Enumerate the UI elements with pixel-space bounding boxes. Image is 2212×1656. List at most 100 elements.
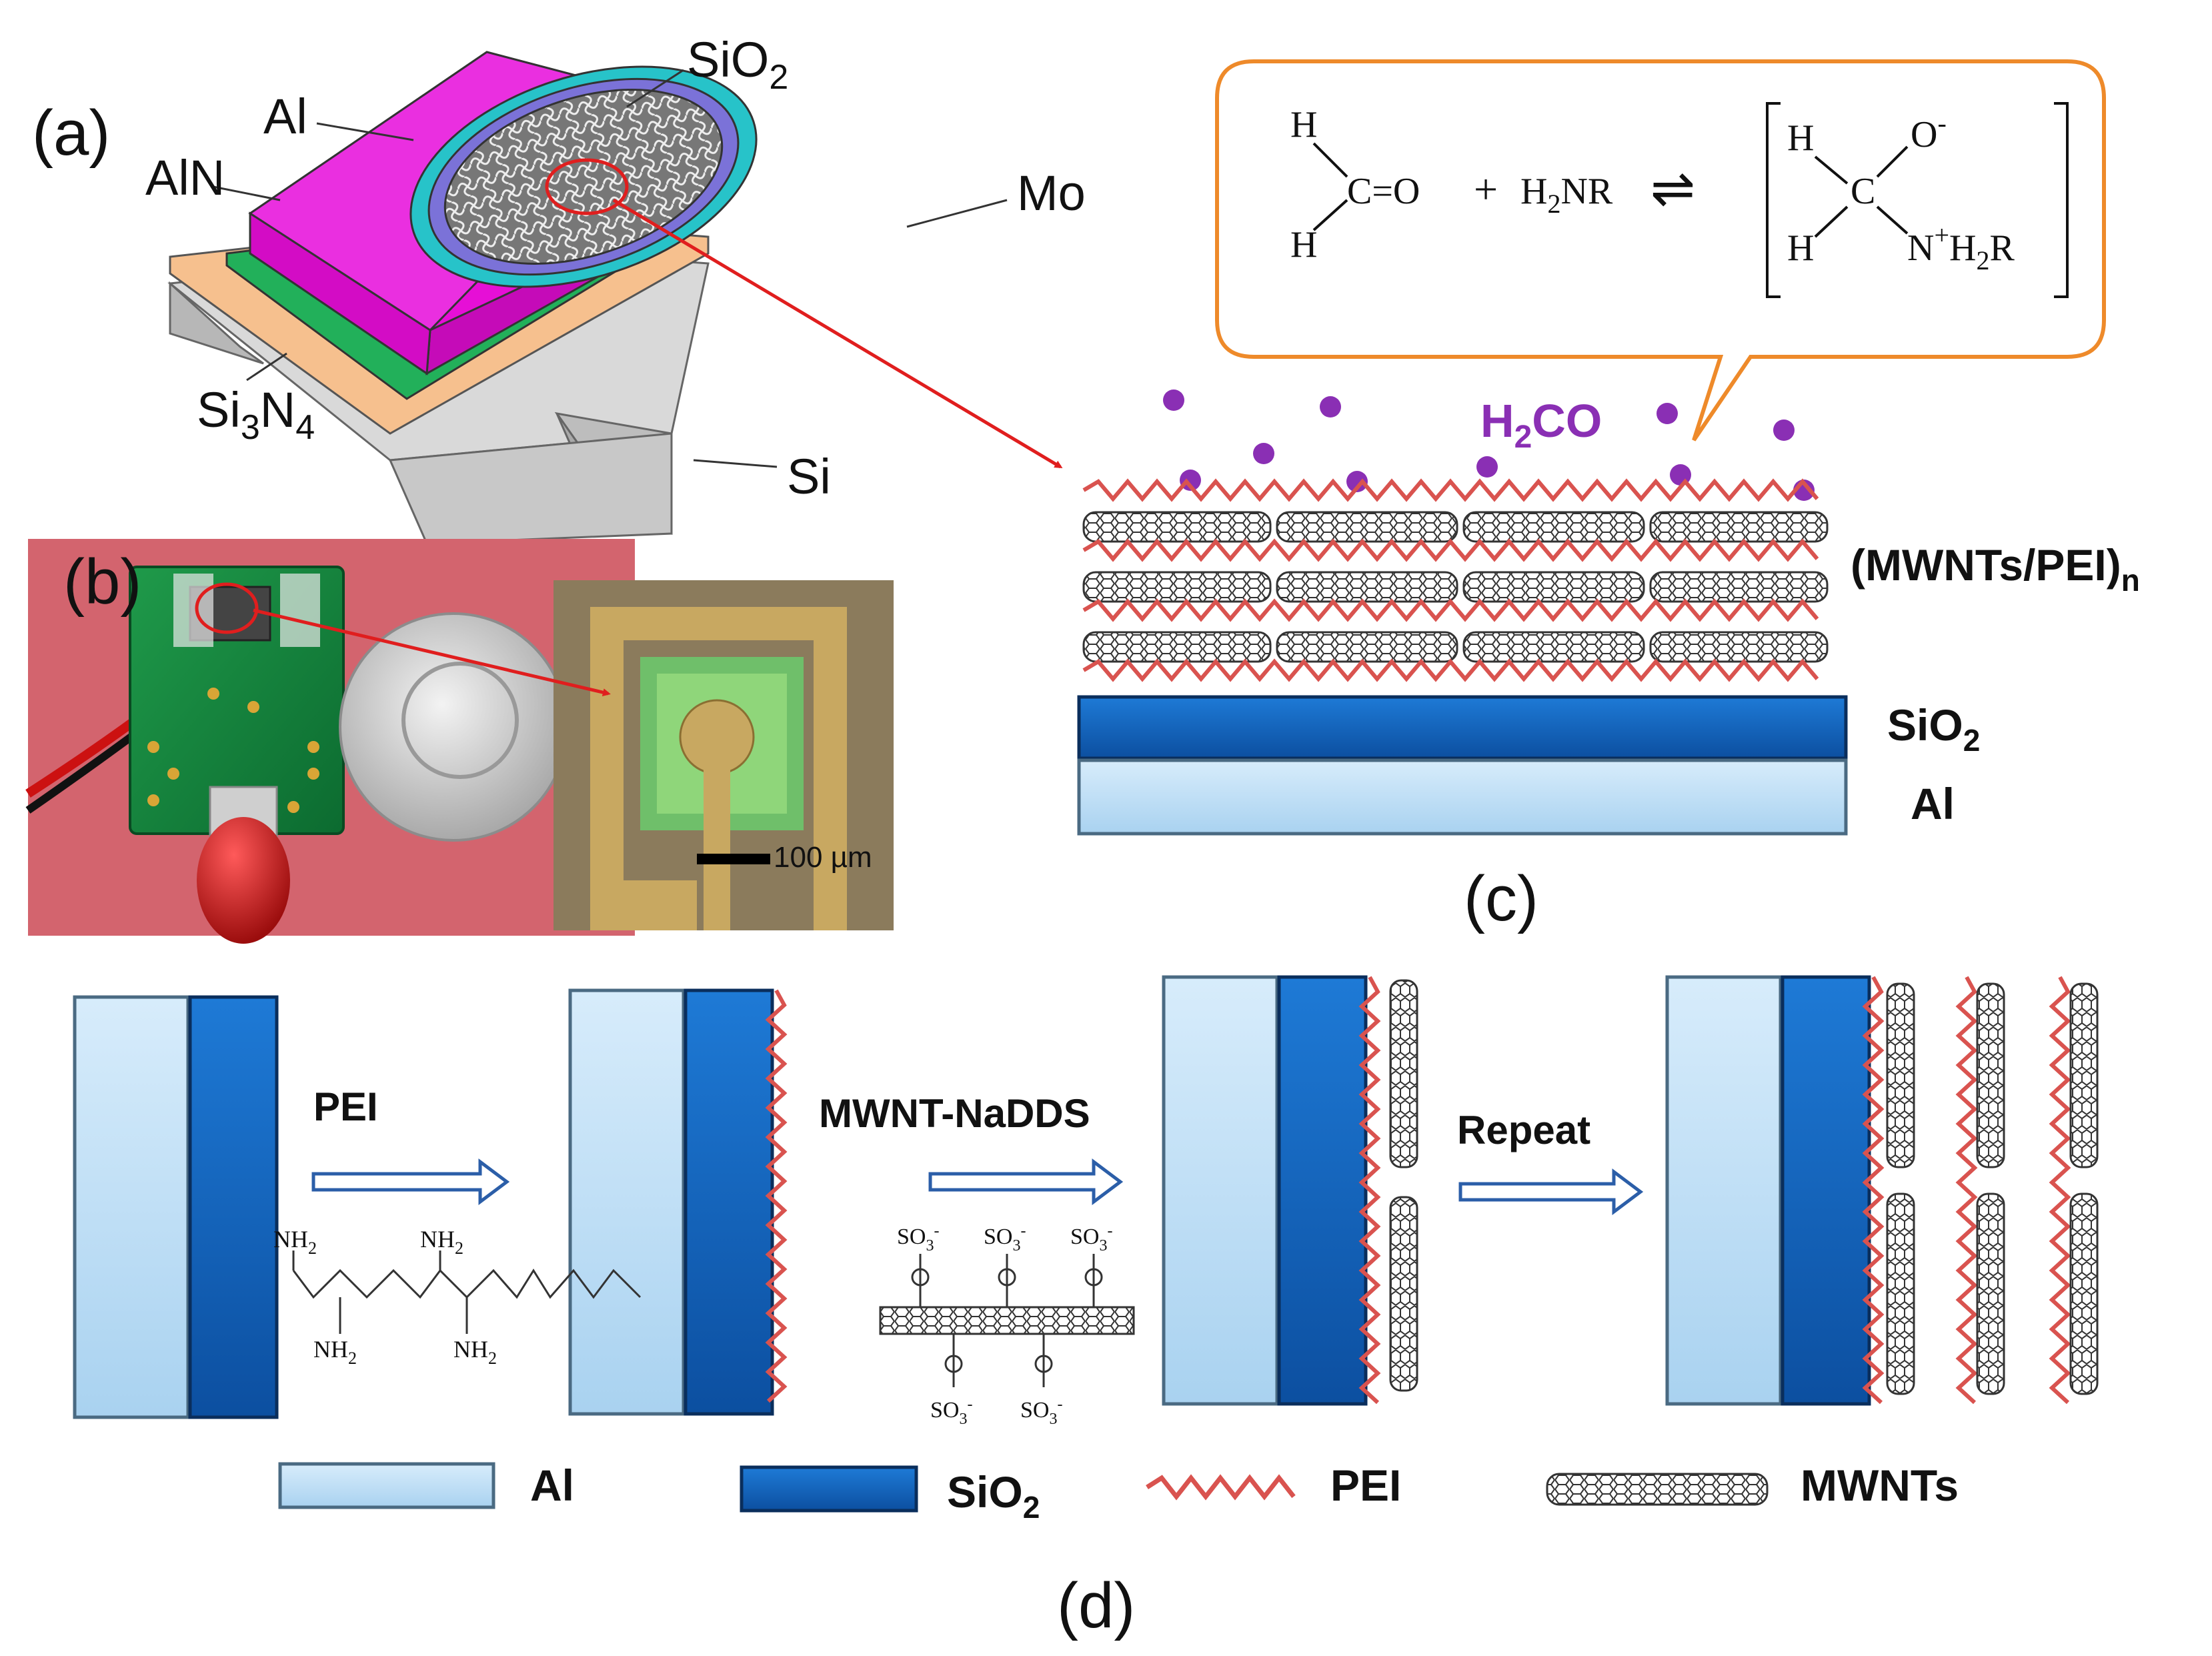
pei-chain-d [1955,976,1978,1405]
mwnt-column-d [1389,979,1418,1168]
label-mo: Mo [1017,165,1086,221]
si-base-left [169,281,264,365]
al-layer-c [1077,758,1848,836]
legend-al-swatch [278,1462,495,1509]
mwnt-bundle-c [1462,631,1645,663]
sio2-slab-3 [1277,975,1368,1406]
zoom-circle-b [195,582,259,634]
pei-amine-labels: NH2 NH2 NH2 NH2 [273,1226,497,1368]
mwnt-bundle-c [1649,631,1829,663]
pei-chain-c [1082,538,1819,562]
svg-text:H: H [1290,224,1317,265]
svg-text:NH2: NH2 [313,1336,357,1368]
sensing-area-mesh [443,89,724,265]
mwnt-bundle-c [1462,571,1645,603]
aln-side-left [249,211,431,375]
mwnt-bundle-c [1649,511,1829,543]
svg-text:SO3-: SO3- [1020,1396,1062,1428]
svg-text:H2NR: H2NR [1520,171,1613,219]
svg-text:NH2: NH2 [453,1336,497,1368]
svg-text:H: H [1787,227,1814,269]
panel-label-b: (b) [63,546,141,618]
legend-mwnts-swatch [1546,1473,1769,1506]
svg-text:C=O: C=O [1347,171,1420,212]
sulfonate-labels: SO3- SO3- SO3- SO3- SO3- [897,1222,1112,1428]
pei-chain-d [1358,976,1381,1405]
label-sio2-a: SiO2 [687,32,788,97]
legend: Al SiO2 PEI MWNTs [278,1461,1959,1525]
mwnt-bundle-c [1082,631,1272,663]
red-cap [197,817,290,944]
pei-chain-d [765,989,788,1403]
sio2-slab-2 [684,988,774,1416]
reaction-bubble [1215,59,2106,442]
al-slab-1 [73,995,190,1419]
al-label-c: Al [1911,779,1955,828]
gas-label: H2CO [1480,395,1602,455]
sio2-slab-4 [1781,975,1871,1406]
mwnt-column-d [2069,982,2099,1168]
nadds-groups [911,1254,1103,1387]
arrow-repeat [1458,1168,1644,1215]
label-si: Si [787,449,831,504]
al-slab-2 [568,988,686,1416]
step-label-mwnt: MWNT-NaDDS [819,1091,1090,1136]
pei-chain-c [1082,478,1819,502]
al-slab-3 [1162,975,1279,1406]
mwnt-column-d [1886,1192,1915,1395]
svg-text:H: H [1290,104,1317,145]
svg-text:SO3-: SO3- [984,1222,1026,1255]
sio2-layer-c [1077,695,1848,760]
reaction-equation: H H C=O + H2NR ⇌ H H C O- N+H2R [1290,102,2069,298]
sio2-slab-1 [188,995,279,1419]
pei-chain-d [2049,976,2071,1405]
legend-mwnts-label: MWNTs [1801,1461,1959,1510]
label-aln: AlN [145,150,225,205]
si-base-foot [388,432,673,545]
label-si3n4: Si3N4 [197,382,315,447]
legend-pei-swatch [1146,1474,1296,1501]
mwnt-column-d [1886,982,1915,1168]
arrow-mwnt [928,1158,1124,1205]
legend-sio2-swatch [740,1465,918,1513]
scale-bar [697,854,770,864]
arrow-pei [311,1158,510,1205]
panel-d: PEI MWNT-NaDDS Repeat NH2 NH2 NH2 NH2 SO [73,975,2099,1641]
film-label: (MWNTs/PEI)n [1851,540,2140,598]
equilibrium-arrow: ⇌ [1650,160,1695,219]
panel-label-d: (d) [1057,1570,1135,1641]
pei-chain-c [1082,598,1819,622]
electrode-pad [679,699,755,775]
panel-label-c: (c) [1464,863,1538,934]
mwnt-bundle-c [1082,511,1272,543]
label-al-a: Al [263,89,307,144]
svg-text:NH2: NH2 [420,1226,463,1258]
pei-chain-d [1862,976,1885,1405]
panel-b: (b) 100 µm [25,539,894,944]
panel-label-a: (a) [32,97,110,169]
panel-a: (a) SiO2 Al AlN Mo Si3N4 Si [32,32,1086,545]
mwnt-bundle-c [1276,511,1458,543]
zoom-circle-a [545,158,629,215]
nadds-nanotube [879,1306,1135,1335]
svg-text:+: + [1474,165,1498,213]
scale-bar-label: 100 µm [774,841,872,874]
mwnt-bundle-c [1462,511,1645,543]
sio2-label-c: SiO2 [1887,700,1980,758]
pei-chains-d [765,976,2071,1405]
svg-text:O-: O- [1911,108,1947,155]
pei-structure [292,1251,642,1334]
svg-text:NH2: NH2 [273,1226,317,1258]
svg-text:SO3-: SO3- [1070,1222,1112,1255]
mwnt-bundle-c [1276,631,1458,663]
mwnt-columns-d [1389,979,2099,1395]
legend-sio2-label: SiO2 [947,1467,1040,1525]
svg-text:N+H2R: N+H2R [1907,220,2015,275]
svg-text:H: H [1787,117,1814,159]
legend-pei-label: PEI [1330,1461,1401,1510]
zoom-arrow-a-to-c [612,198,1063,469]
zoom-arrow-b [253,608,611,697]
mwnt-bundle-c [1649,571,1829,603]
mwnt-bundle-c [1082,571,1272,603]
